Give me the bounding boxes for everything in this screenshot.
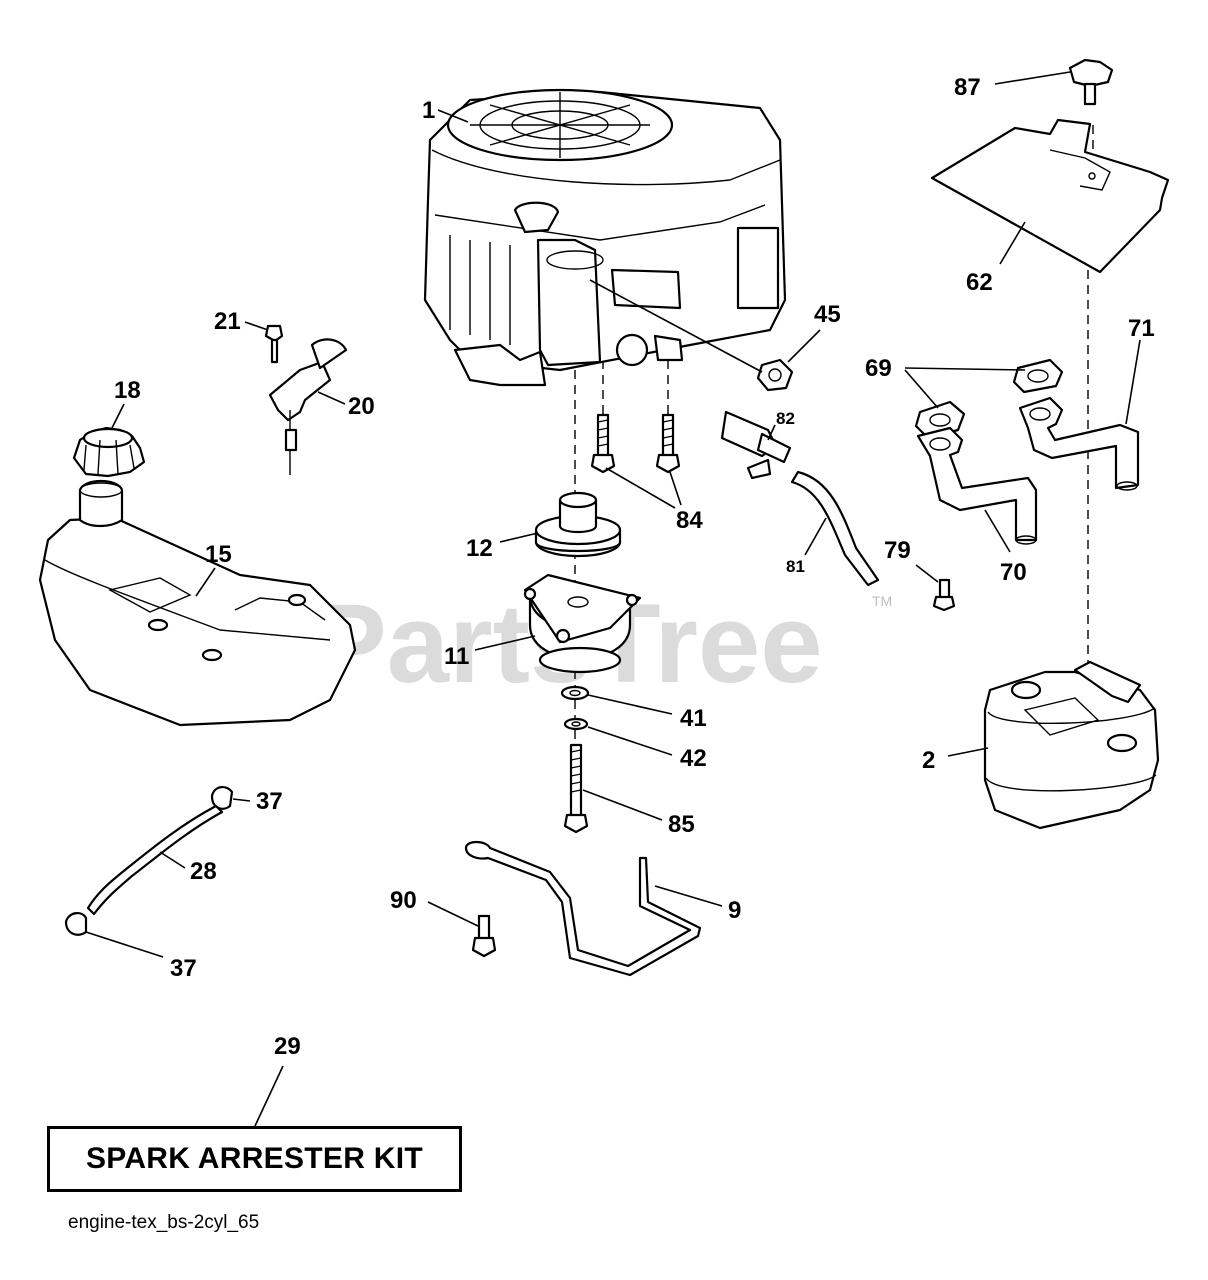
callout-69: 69 bbox=[865, 355, 892, 382]
callout-12: 12 bbox=[466, 535, 493, 562]
leader-18 bbox=[111, 403, 125, 429]
callout-28: 28 bbox=[190, 858, 217, 885]
pulley-12[interactable] bbox=[534, 491, 622, 558]
leader-82 bbox=[767, 424, 776, 441]
leader-45-to-engine bbox=[589, 279, 763, 373]
leader-71 bbox=[1125, 339, 1141, 425]
callout-42: 42 bbox=[680, 745, 707, 772]
fuel-line-28[interactable] bbox=[86, 804, 224, 916]
leader-28 bbox=[159, 851, 186, 869]
callout-70: 70 bbox=[1000, 559, 1027, 586]
leader-9 bbox=[654, 885, 723, 907]
bolt-21[interactable] bbox=[264, 324, 284, 364]
callout-71: 71 bbox=[1128, 315, 1155, 342]
leader-41 bbox=[587, 694, 673, 715]
leader-1 bbox=[437, 109, 469, 123]
leader-90 bbox=[427, 901, 479, 927]
fuel-filter-82[interactable] bbox=[720, 410, 792, 480]
bolts-84[interactable] bbox=[590, 413, 681, 474]
watermark-trademark: TM bbox=[872, 593, 892, 609]
washer-42[interactable] bbox=[563, 717, 589, 731]
callout-9: 9 bbox=[728, 897, 741, 924]
callout-84: 84 bbox=[676, 507, 703, 534]
spark-arrester-kit-label: SPARK ARRESTER KIT bbox=[85, 1142, 424, 1175]
callout-20: 20 bbox=[348, 393, 375, 420]
leader-81 bbox=[804, 517, 827, 556]
leader-12 bbox=[499, 532, 539, 543]
leader-69a bbox=[904, 367, 1026, 371]
throttle-bracket-20[interactable] bbox=[268, 338, 348, 475]
leader-79 bbox=[915, 564, 939, 583]
rod-bracket-9[interactable] bbox=[464, 840, 702, 977]
callout-21: 21 bbox=[214, 308, 241, 335]
hose-clamp-37-upper[interactable] bbox=[210, 786, 234, 810]
fuel-tank-15[interactable] bbox=[38, 479, 357, 727]
fuel-cap-18[interactable] bbox=[72, 426, 146, 478]
callout-37-lower: 37 bbox=[170, 955, 197, 982]
leader-21 bbox=[244, 321, 269, 331]
washer-41[interactable] bbox=[560, 685, 590, 701]
leader-29 bbox=[254, 1065, 284, 1127]
callout-85: 85 bbox=[668, 811, 695, 838]
leader-42 bbox=[587, 726, 673, 756]
leader-69b bbox=[904, 369, 939, 409]
nut-45[interactable] bbox=[756, 358, 794, 392]
exhaust-pipe-71[interactable] bbox=[1018, 396, 1140, 491]
callout-45: 45 bbox=[814, 301, 841, 328]
leader-11 bbox=[474, 635, 536, 651]
callout-15: 15 bbox=[205, 541, 232, 568]
fuel-hose-81[interactable] bbox=[790, 470, 880, 587]
exhaust-pipe-70[interactable] bbox=[916, 426, 1038, 545]
leader-20 bbox=[317, 391, 346, 405]
bolt-90[interactable] bbox=[471, 914, 497, 958]
diagram-caption: engine-tex_bs-2cyl_65 bbox=[68, 1212, 260, 1233]
callout-18: 18 bbox=[114, 377, 141, 404]
leader-84b bbox=[669, 471, 682, 506]
leader-62 bbox=[999, 221, 1026, 265]
leader-84a bbox=[605, 467, 676, 509]
spark-arrester-kit-box[interactable]: SPARK ARRESTER KIT bbox=[47, 1126, 462, 1192]
bolt-85[interactable] bbox=[563, 743, 589, 834]
leader-85 bbox=[582, 789, 663, 821]
callout-1: 1 bbox=[422, 97, 435, 124]
leader-2 bbox=[947, 747, 989, 757]
callout-79: 79 bbox=[884, 537, 911, 564]
muffler-2[interactable] bbox=[983, 660, 1160, 830]
callout-11: 11 bbox=[444, 643, 469, 670]
pto-clutch-11[interactable] bbox=[523, 573, 642, 674]
callout-90: 90 bbox=[390, 887, 417, 914]
leader-37b bbox=[85, 931, 164, 958]
callout-37-upper: 37 bbox=[256, 788, 283, 815]
engine[interactable] bbox=[423, 88, 787, 387]
callout-81: 81 bbox=[786, 557, 805, 576]
heat-shield-62[interactable] bbox=[930, 118, 1170, 274]
callout-29: 29 bbox=[274, 1033, 301, 1060]
leader-70 bbox=[984, 509, 1011, 553]
callout-62: 62 bbox=[966, 269, 993, 296]
knob-bolt-87[interactable] bbox=[1068, 58, 1114, 106]
leader-87 bbox=[994, 71, 1071, 85]
leader-45 bbox=[787, 329, 821, 363]
hose-clamp-37-lower[interactable] bbox=[64, 912, 88, 936]
callout-2: 2 bbox=[922, 747, 935, 774]
bolt-79[interactable] bbox=[932, 578, 956, 612]
callout-87: 87 bbox=[954, 74, 981, 101]
leader-15 bbox=[195, 567, 216, 597]
callout-41: 41 bbox=[680, 705, 707, 732]
callout-82: 82 bbox=[776, 409, 795, 428]
leader-37a bbox=[232, 798, 251, 802]
